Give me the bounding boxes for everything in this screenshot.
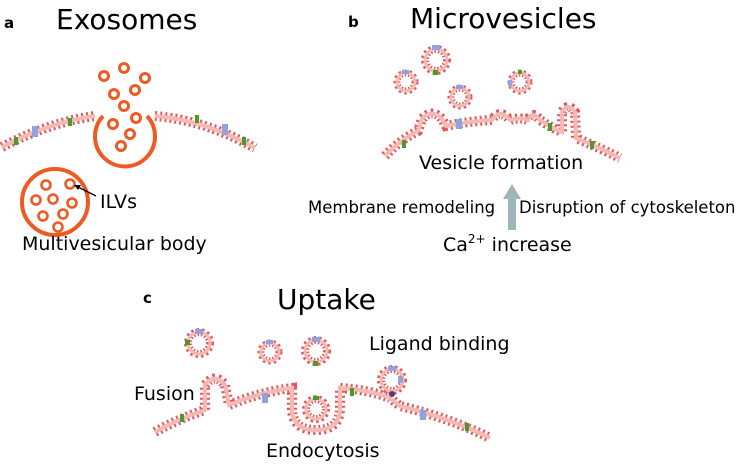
vesicle [301,336,331,366]
panel-b-membrane [381,102,623,163]
panel-a-title: Exosomes [56,3,197,36]
exosome [129,84,141,96]
exosome [108,88,120,100]
membrane-protein [350,388,354,396]
exosome [98,70,110,82]
membrane-protein [548,123,552,131]
membrane-protein [32,126,38,137]
membrane-remodeling-label: Membrane remodeling [308,198,495,217]
microvesicle [447,84,473,110]
mvb-label: Multivesicular body [22,233,207,255]
calcium-increase-label: Ca2+ increase [443,232,572,256]
intraluminal-vesicles [30,178,78,233]
membrane-protein [14,137,18,145]
panel-b-title: Microvesicles [410,2,597,35]
panel-a: a Exosomes [0,3,258,255]
membrane-protein [420,410,426,420]
ilv-pointer-arrowhead [74,185,81,190]
ilv [52,221,64,233]
panel-b-letter: b [348,13,359,31]
exosome [130,112,142,124]
membrane-protein [590,141,594,149]
endocytosed-vesicle [302,395,330,423]
panel-c: c Uptake [134,283,510,462]
ligand-bound-vesicle [377,365,407,397]
ilv [40,179,52,191]
cytoskeleton-disruption-label: Disruption of cytoskeleton [519,198,735,217]
panel-c-title: Uptake [277,283,376,316]
membrane-protein [262,393,268,403]
exosome [118,100,130,112]
ilv [37,210,49,222]
uptake-vesicles [184,328,407,423]
ilv-label: ILVs [100,191,137,213]
exosome [139,72,151,84]
mvb-fusion-pocket [93,114,157,169]
membrane-protein [402,140,406,148]
vesicle [257,339,283,365]
membrane-protein [68,118,72,126]
vesicle-formation-label: Vesicle formation [419,152,583,174]
multivesicular-body [20,167,90,237]
microvesicle [393,69,419,95]
panel-c-membrane [152,373,493,443]
ilv [57,208,69,220]
microvesicles [393,45,533,110]
membrane-protein [222,124,228,135]
ligand [389,391,395,397]
membrane-protein [242,137,246,145]
ligand-binding-label: Ligand binding [369,333,510,355]
ilv [64,178,76,190]
exosome [107,118,119,130]
exosome [124,128,136,140]
panel-a-membrane [0,111,258,153]
released-exosomes [98,62,151,152]
exosome [118,62,130,74]
membrane-protein [195,115,199,123]
microvesicle [507,69,533,95]
microvesicle [421,45,451,75]
increase-arrow [503,184,521,230]
ilv [66,197,78,209]
exosome [115,140,127,152]
panel-c-letter: c [143,289,152,307]
membrane-protein [180,414,184,422]
endocytosis-label: Endocytosis [266,440,380,462]
vesicle [184,328,214,358]
ilv [47,193,59,205]
membrane-protein [465,423,469,431]
membrane-protein [456,119,462,129]
ilv [30,194,42,206]
panel-b: b Microvesicles [308,2,735,256]
panel-a-letter: a [4,14,14,32]
fusion-label: Fusion [134,383,195,405]
